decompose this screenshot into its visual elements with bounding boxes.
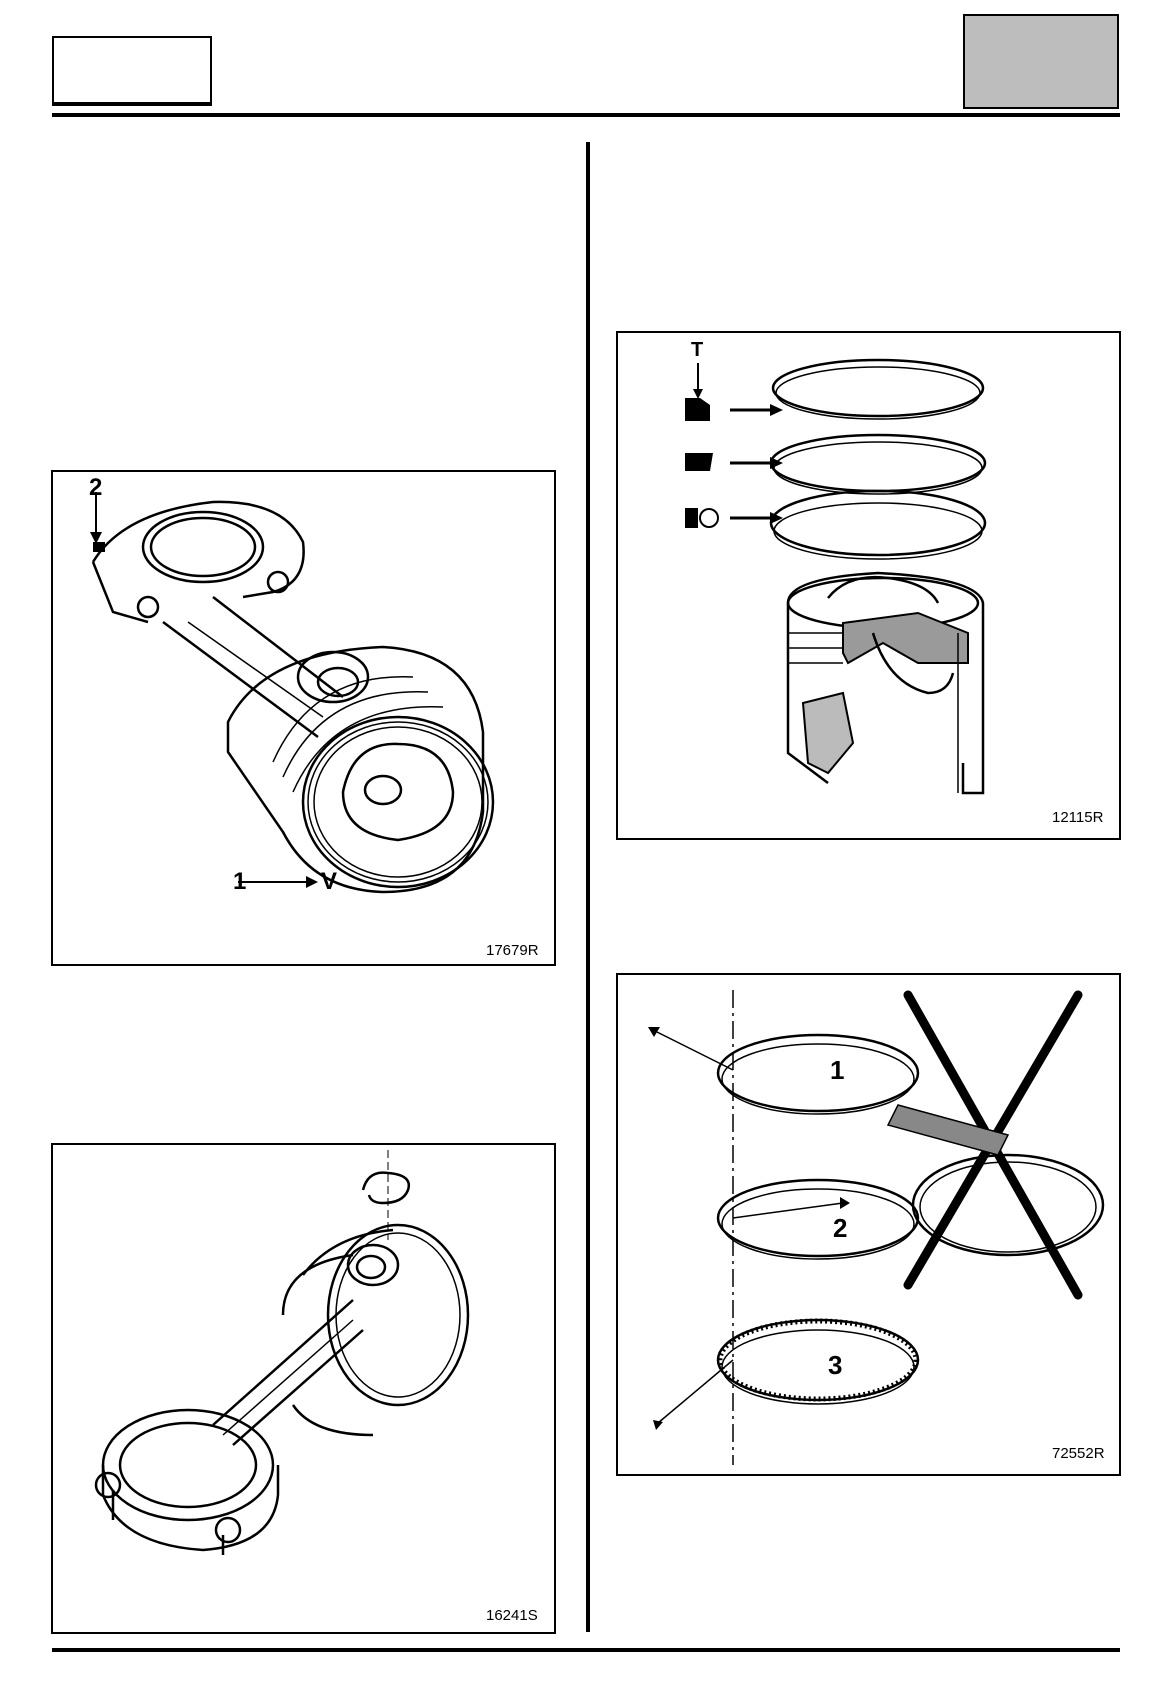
header-box-underline [52, 104, 212, 106]
footer-rule [52, 1648, 1120, 1652]
ring-fitting-drawing [648, 990, 1105, 1465]
column-divider [586, 142, 590, 1632]
callout-3: 3 [828, 1350, 843, 1380]
figure-connecting-rod-piston: 2 1 V 17679R [51, 470, 556, 966]
piston-circlip-drawing [94, 1150, 470, 1555]
callout-2: 2 [89, 474, 103, 501]
figure-code: 72552R [1052, 1445, 1105, 1462]
callout-t: T [691, 339, 704, 361]
callout-1: 1 [830, 1055, 845, 1085]
header-box-left [52, 36, 212, 104]
figure-code: 12115R [1052, 809, 1104, 826]
figure-code: 17679R [486, 942, 539, 959]
figure-code: 16241S [486, 1607, 538, 1624]
header-tab-gray [963, 14, 1119, 109]
mark-v: V [321, 868, 338, 895]
piston-rings-section-drawing [685, 358, 987, 795]
callout-1: 1 [233, 868, 247, 895]
figure-piston-rings-section: T 12115R [616, 331, 1121, 840]
figure-piston-circlip: 16241S [51, 1143, 556, 1634]
connecting-rod-piston-drawing [90, 492, 495, 894]
callout-2: 2 [833, 1213, 848, 1243]
figure-ring-fitting: 1 2 3 72552R [616, 973, 1121, 1476]
header-rule [52, 113, 1120, 117]
